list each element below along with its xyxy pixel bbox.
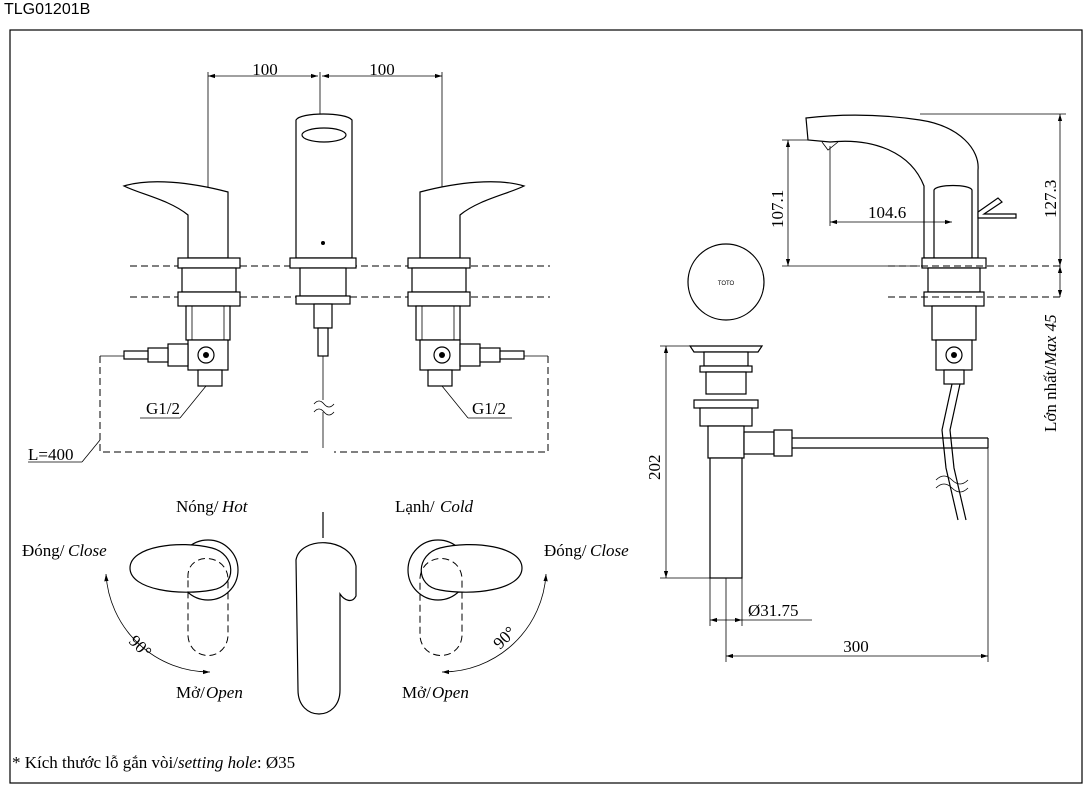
label-hot-vi: Nóng/	[176, 497, 219, 516]
angle-left: 90°	[125, 631, 155, 661]
drain-length: 202	[645, 455, 664, 481]
total-height: 127.3	[1041, 180, 1060, 218]
spout-front	[289, 113, 357, 448]
label-open-right-en: Open	[432, 683, 469, 702]
max-thickness-vi: Lớn nhất/	[1041, 366, 1060, 432]
label-hot-en: Hot	[221, 497, 249, 516]
thread-left: G1/2	[146, 399, 180, 418]
footnote-suffix: : Ø35	[257, 753, 295, 772]
drain-view: TOTO 202 Ø31.75 300	[645, 243, 989, 662]
drain-diameter: Ø31.75	[748, 601, 799, 620]
model-code: TLG01201B	[4, 1, 91, 18]
label-close-left-en: Close	[68, 541, 107, 560]
label-open-right-vi: Mở/	[402, 683, 431, 702]
hose-length: L=400	[28, 445, 73, 464]
footnote: * Kích thước lỗ gắn vòi/setting hole: Ø3…	[12, 753, 295, 772]
cap-logo: TOTO	[718, 281, 735, 287]
label-cold-en: Cold	[440, 497, 474, 516]
max-thickness: Lớn nhất/Max 45	[1041, 314, 1060, 432]
top-view: Nóng/ Hot Đóng/ Close 90° Mở/ Open Lạnh/…	[22, 497, 629, 715]
angle-right: 90°	[489, 623, 519, 653]
rod-length: 300	[843, 637, 869, 656]
footnote-italic: setting hole	[178, 753, 257, 772]
thread-right: G1/2	[472, 399, 506, 418]
label-close-left-vi: Đóng/	[22, 541, 65, 560]
dim-left-spacing: 100	[252, 60, 278, 79]
label-close-right-en: Close	[590, 541, 629, 560]
front-view: 100 100 G1/2	[28, 60, 550, 464]
label-close-right-vi: Đóng/	[544, 541, 587, 560]
label-open-left-en: Open	[206, 683, 243, 702]
spout-height: 107.1	[768, 190, 787, 228]
side-view: 107.1 104.6 127.3 Lớn nhất/Max 45	[768, 113, 1066, 521]
max-thickness-en: Max 45	[1041, 314, 1060, 366]
dim-right-spacing: 100	[369, 60, 395, 79]
hot-handle-front: G1/2	[100, 181, 241, 419]
cold-handle-front: G1/2	[407, 181, 548, 419]
label-cold-vi: Lạnh/	[395, 497, 435, 516]
footnote-prefix: * Kích thước lỗ gắn vòi/	[12, 753, 178, 772]
drawing-frame	[9, 29, 1083, 784]
spout-reach: 104.6	[868, 203, 906, 222]
drain-cap-top	[687, 243, 765, 321]
label-open-left-vi: Mở/	[176, 683, 205, 702]
